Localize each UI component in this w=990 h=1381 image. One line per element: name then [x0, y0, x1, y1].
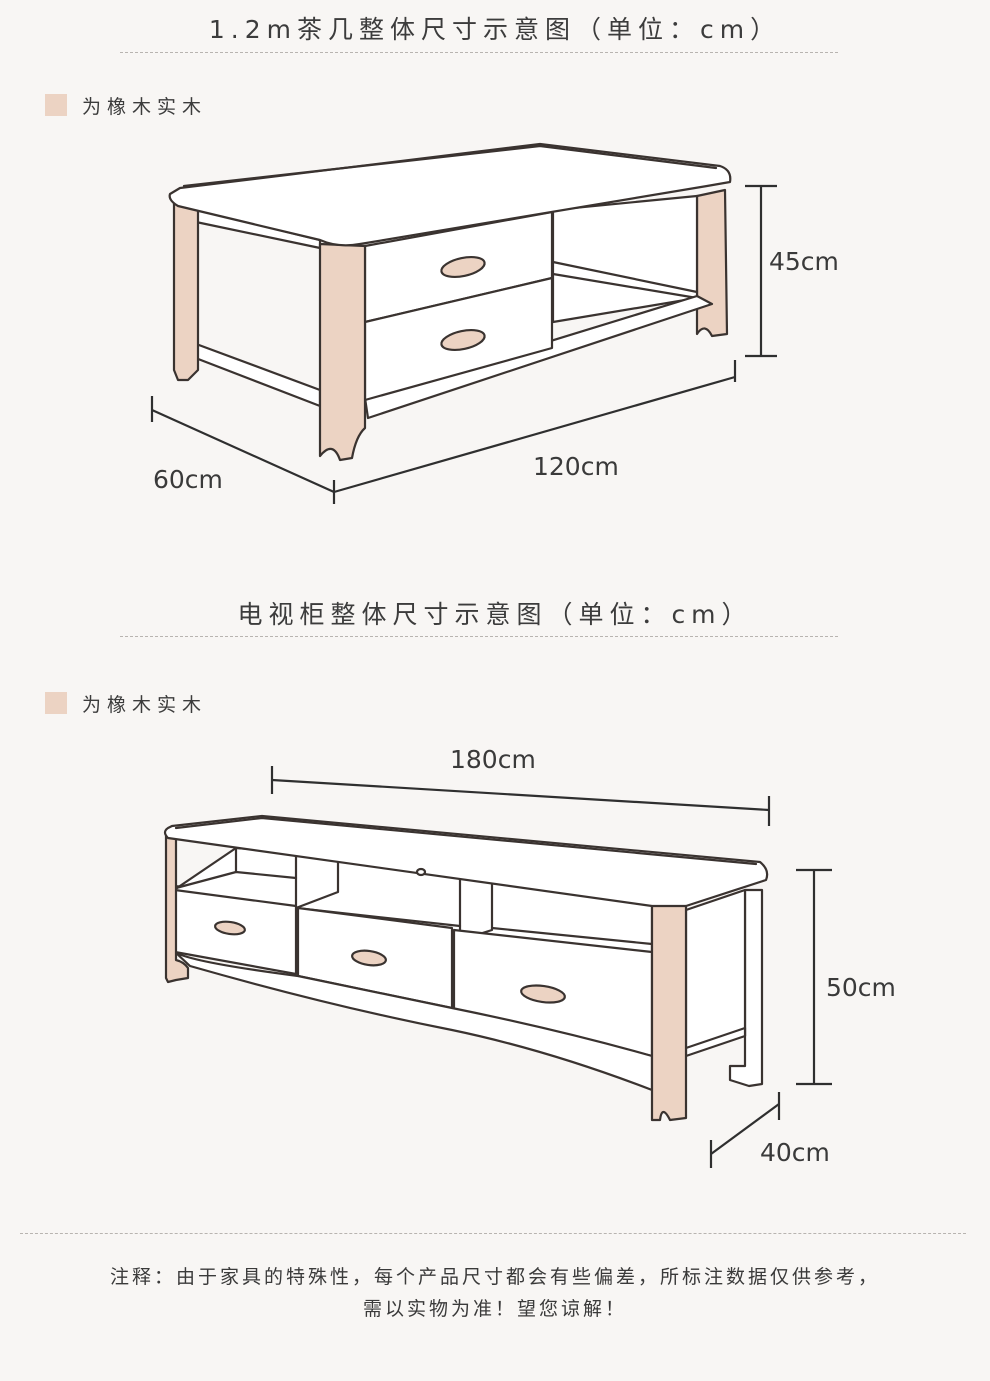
height-dimension-label: 45cm [769, 247, 839, 276]
coffee-table-legend-text: 为橡木实木 [82, 96, 208, 118]
coffee-table-front-leg [318, 242, 367, 462]
height-dimension-label: 50cm [826, 973, 896, 1002]
coffee-table-top [168, 142, 732, 247]
oak-swatch-icon [45, 692, 67, 714]
depth-dimension-label: 60cm [153, 465, 223, 494]
length-dimension-label: 120cm [533, 452, 619, 481]
length-dimension-line [333, 375, 736, 494]
tv-cabinet-drawer-handle [214, 920, 246, 936]
tv-cabinet-drawer-handle [351, 949, 387, 967]
depth-dimension-label: 40cm [760, 1138, 830, 1167]
tv-cabinet-drawer-handle [520, 984, 566, 1004]
tv-cabinet-drawing: 180cm 50cm 40cm [163, 745, 896, 1168]
tv-cabinet-legend-text: 为橡木实木 [82, 694, 208, 716]
depth-dimension-line [710, 1103, 780, 1155]
oak-swatch-icon [45, 94, 67, 116]
tv-cabinet-front-right-leg [650, 902, 688, 1122]
tv-cabinet-left-leg [164, 834, 190, 984]
coffee-table-side-shelf [178, 336, 322, 408]
tv-cabinet-title: 电视柜整体尺寸示意图（单位：cm） [237, 600, 753, 629]
note-divider [20, 1233, 966, 1234]
coffee-table-drawer-handle [440, 328, 486, 352]
coffee-table-front-shelf [363, 294, 714, 420]
tv-cabinet-title-divider [120, 636, 838, 637]
coffee-table-title-divider [120, 52, 838, 53]
depth-dimension-line [151, 408, 335, 494]
tv-cabinet-bottom-apron [173, 950, 654, 1092]
coffee-table-back-left-leg [172, 202, 200, 382]
note-line-1: 注释：由于家具的特殊性，每个产品尺寸都会有些偏差，所标注数据仅供参考， [109, 1266, 880, 1288]
coffee-table-title: 1.2m茶几整体尺寸示意图（单位：cm） [208, 15, 782, 44]
coffee-table-drawer-handle [440, 255, 486, 279]
coffee-table-drawing: 45cm 120cm 60cm [150, 142, 839, 504]
coffee-table-back-right-leg [695, 188, 729, 338]
length-dimension-line [271, 778, 770, 812]
tv-cabinet-top [163, 814, 769, 908]
length-dimension-label: 180cm [450, 745, 536, 774]
note-line-2: 需以实物为准！望您谅解！ [362, 1298, 627, 1320]
